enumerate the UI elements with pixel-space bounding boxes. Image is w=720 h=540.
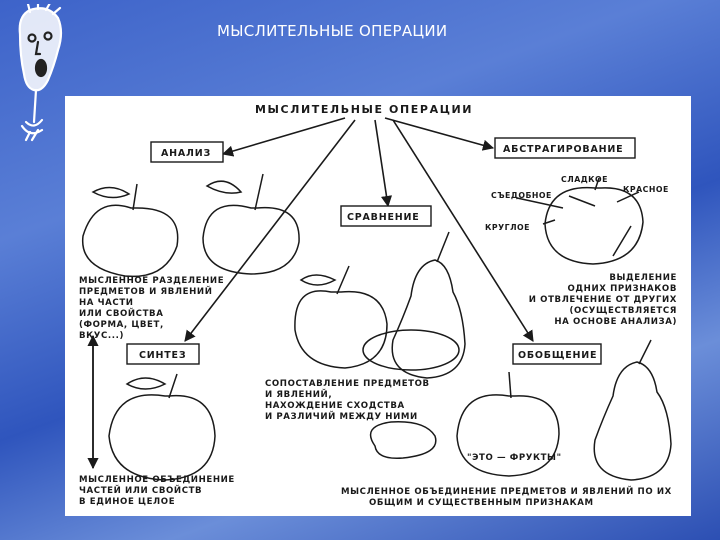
abstraction-tags: СЛАДКОЕ КРАСНОЕ СЪЕДОБНОЕ КРУГЛОЕ [485, 175, 669, 232]
svg-text:МЫСЛЕННОЕ РАЗДЕЛЕНИЕ: МЫСЛЕННОЕ РАЗДЕЛЕНИЕ [79, 276, 224, 286]
comparison-description: СОПОСТАВЛЕНИЕ ПРЕДМЕТОВ И ЯВЛЕНИЙ, НАХОЖ… [265, 379, 430, 422]
svg-text:КРАСНОЕ: КРАСНОЕ [623, 185, 669, 194]
svg-text:НАХОЖДЕНИЕ СХОДСТВА: НАХОЖДЕНИЕ СХОДСТВА [265, 401, 405, 411]
svg-text:И РАЗЛИЧИЙ МЕЖДУ НИМИ: И РАЗЛИЧИЙ МЕЖДУ НИМИ [265, 410, 418, 422]
pear-icon [593, 339, 672, 481]
synthesis-description: МЫСЛЕННОЕ ОБЪЕДИНЕНИЕ ЧАСТЕЙ ИЛИ СВОЙСТВ… [79, 475, 235, 507]
svg-text:НА ЧАСТИ: НА ЧАСТИ [79, 298, 134, 308]
apple-icon [294, 265, 388, 369]
diagram-header: МЫСЛИТЕЛЬНЫЕ ОПЕРАЦИИ [255, 103, 473, 116]
svg-text:СОПОСТАВЛЕНИЕ ПРЕДМЕТОВ: СОПОСТАВЛЕНИЕ ПРЕДМЕТОВ [265, 379, 430, 389]
box-generalization: ОБОБЩЕНИЕ [512, 343, 602, 365]
box-generalization-label: ОБОБЩЕНИЕ [518, 350, 597, 361]
svg-text:И ЯВЛЕНИЙ,: И ЯВЛЕНИЙ, [265, 388, 332, 400]
abstraction-description: ВЫДЕЛЕНИЕ ОДНИХ ПРИЗНАКОВ И ОТВЛЕЧЕНИЕ О… [529, 273, 677, 327]
diagram: МЫСЛИТЕЛЬНЫЕ ОПЕРАЦИИ АНАЛИЗ АБСТРАГИРОВ… [79, 103, 677, 508]
svg-text:ВЫДЕЛЕНИЕ: ВЫДЕЛЕНИЕ [609, 273, 677, 283]
box-abstraction-label: АБСТРАГИРОВАНИЕ [503, 144, 623, 155]
svg-text:ОДНИХ ПРИЗНАКОВ: ОДНИХ ПРИЗНАКОВ [568, 284, 677, 294]
svg-text:КРУГЛОЕ: КРУГЛОЕ [485, 223, 530, 232]
box-analysis-label: АНАЛИЗ [161, 148, 211, 159]
analysis-description: МЫСЛЕННОЕ РАЗДЕЛЕНИЕ ПРЕДМЕТОВ И ЯВЛЕНИЙ… [79, 276, 224, 341]
slice-icon [362, 329, 460, 371]
face-icon [18, 4, 63, 142]
svg-text:СЪЕДОБНОЕ: СЪЕДОБНОЕ [491, 191, 552, 200]
svg-text:СЛАДКОЕ: СЛАДКОЕ [561, 175, 608, 184]
box-analysis: АНАЛИЗ [150, 141, 224, 163]
svg-text:(ФОРМА, ЦВЕТ,: (ФОРМА, ЦВЕТ, [79, 320, 164, 330]
box-synthesis: СИНТЕЗ [126, 343, 200, 365]
svg-text:МЫСЛЕННОЕ ОБЪЕДИНЕНИЕ ПРЕДМЕТО: МЫСЛЕННОЕ ОБЪЕДИНЕНИЕ ПРЕДМЕТОВ И ЯВЛЕНИ… [341, 485, 672, 497]
box-abstraction: АБСТРАГИРОВАНИЕ [494, 137, 636, 159]
svg-text:(ОСУЩЕСТВЛЯЕТСЯ: (ОСУЩЕСТВЛЯЕТСЯ [569, 306, 677, 316]
box-comparison: СРАВНЕНИЕ [340, 205, 432, 227]
pear-icon [391, 231, 466, 379]
box-synthesis-label: СИНТЕЗ [139, 350, 186, 361]
svg-text:И ОТВЛЕЧЕНИЕ ОТ ДРУГИХ: И ОТВЛЕЧЕНИЕ ОТ ДРУГИХ [529, 295, 677, 305]
slice-icon [369, 421, 437, 459]
connector-arrows [87, 117, 534, 470]
generalization-description: МЫСЛЕННОЕ ОБЪЕДИНЕНИЕ ПРЕДМЕТОВ И ЯВЛЕНИ… [341, 485, 672, 508]
svg-text:МЫСЛЕННОЕ ОБЪЕДИНЕНИЕ: МЫСЛЕННОЕ ОБЪЕДИНЕНИЕ [79, 475, 235, 485]
svg-text:ВКУС...): ВКУС...) [79, 331, 124, 341]
diagram-panel: МЫСЛИТЕЛЬНЫЕ ОПЕРАЦИИ АНАЛИЗ АБСТРАГИРОВ… [65, 96, 691, 516]
apple-icon [456, 371, 560, 477]
svg-text:ПРЕДМЕТОВ И ЯВЛЕНИЙ: ПРЕДМЕТОВ И ЯВЛЕНИЙ [79, 285, 212, 297]
svg-text:В ЕДИНОЕ ЦЕЛОЕ: В ЕДИНОЕ ЦЕЛОЕ [79, 497, 175, 507]
box-comparison-label: СРАВНЕНИЕ [347, 212, 420, 223]
svg-text:НА ОСНОВЕ АНАЛИЗА): НА ОСНОВЕ АНАЛИЗА) [554, 317, 677, 327]
apple-icon [202, 173, 300, 275]
slide-title: МЫСЛИТЕЛЬНЫЕ ОПЕРАЦИИ [217, 22, 448, 40]
svg-text:ОБЩИМ И СУЩЕСТВЕННЫМ ПРИЗНАКАМ: ОБЩИМ И СУЩЕСТВЕННЫМ ПРИЗНАКАМ [369, 498, 594, 508]
apple-icon [81, 183, 179, 278]
svg-text:ИЛИ СВОЙСТВА: ИЛИ СВОЙСТВА [79, 307, 163, 319]
apple-icon [108, 373, 216, 481]
svg-text:ЧАСТЕЙ ИЛИ СВОЙСТВ: ЧАСТЕЙ ИЛИ СВОЙСТВ [79, 484, 202, 496]
apple-icon [516, 177, 644, 265]
fruit-caption: "ЭТО — ФРУКТЫ" [467, 453, 562, 463]
